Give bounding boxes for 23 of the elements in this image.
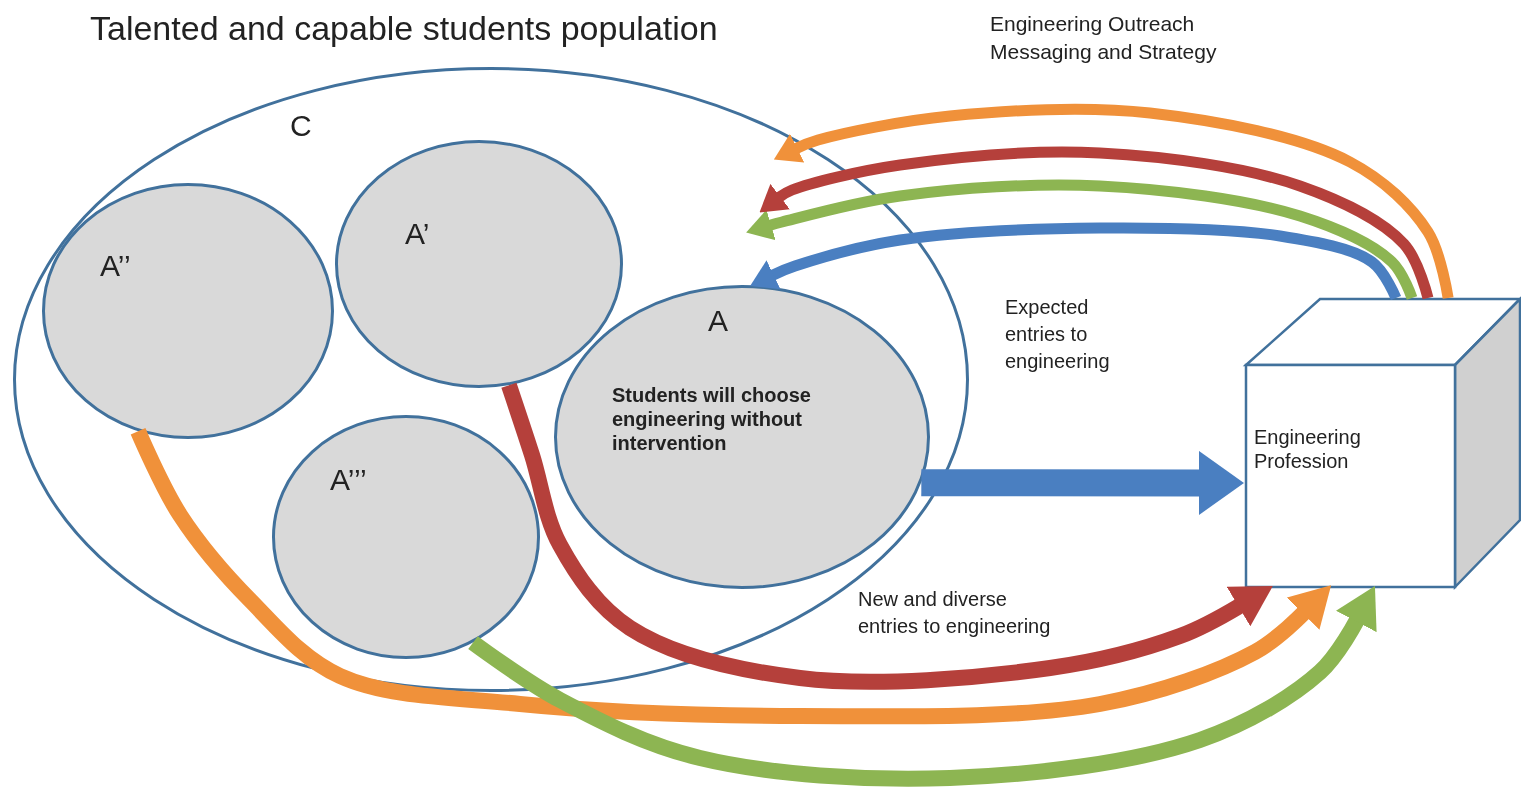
annotation-text: Engineering Outreach Messaging and Strategy bbox=[990, 11, 1218, 66]
description-text: Students will choose engineering without intervention bbox=[612, 383, 812, 455]
curved-arrow bbox=[746, 179, 1418, 300]
node-label: A’’ bbox=[100, 248, 132, 284]
group-ellipse bbox=[335, 140, 623, 388]
node-label: A’ bbox=[405, 216, 431, 252]
curved-arrow bbox=[750, 222, 1401, 301]
annotation-text: New and diverse entries to engineering bbox=[858, 587, 1052, 639]
node-label: Engineering Profession bbox=[1254, 425, 1362, 473]
group-ellipse bbox=[272, 415, 540, 659]
curved-arrow bbox=[501, 382, 1273, 690]
curved-arrow bbox=[130, 428, 1332, 725]
diagram-title: Talented and capable students population bbox=[90, 8, 718, 49]
node-label: A’’’ bbox=[330, 462, 368, 498]
annotation-text: Expected entries to engineering bbox=[1005, 295, 1111, 374]
arrow bbox=[921, 451, 1244, 515]
curved-arrow bbox=[773, 103, 1454, 299]
node-label: A bbox=[708, 303, 729, 339]
curved-arrow bbox=[468, 586, 1377, 787]
node-label: C bbox=[290, 108, 313, 144]
curved-arrow bbox=[759, 146, 1434, 300]
group-ellipse bbox=[42, 183, 334, 439]
group-ellipse bbox=[554, 285, 930, 589]
